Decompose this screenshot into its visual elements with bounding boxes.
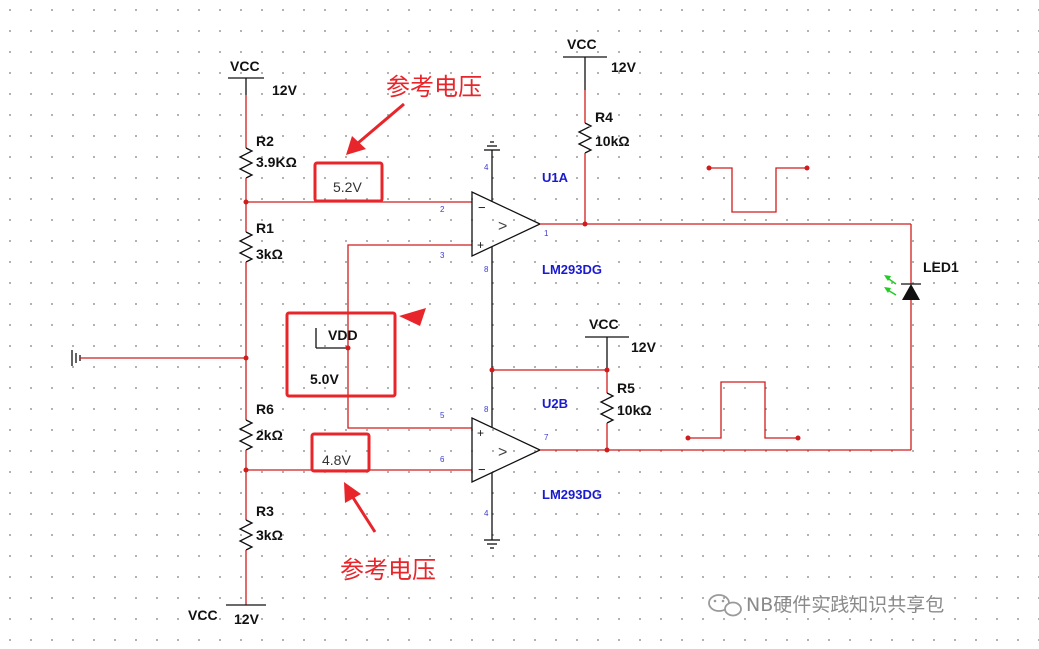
- vdd-highlight-box: [285, 311, 397, 398]
- junction-dot: [582, 221, 588, 227]
- u2-part: LM293DG: [542, 487, 602, 502]
- u2-pin-noninv: 5: [440, 411, 445, 420]
- junction-dot: [604, 447, 610, 453]
- u2-pin-inv: 6: [440, 455, 445, 464]
- u1-pin-inv: 2: [440, 205, 445, 214]
- resistor-r3[interactable]: R3 3kΩ: [238, 503, 283, 551]
- annotation-arrow-top: [346, 102, 405, 155]
- u2-pin-out: 7: [544, 433, 549, 442]
- u1-pin-noninv: 3: [440, 251, 445, 260]
- r6-name: R6: [256, 401, 274, 417]
- led-light-arrows: [884, 275, 897, 296]
- resistor-r1[interactable]: R1 3kΩ: [238, 220, 283, 263]
- u1-name: U1A: [542, 170, 569, 185]
- svg-text:+: +: [477, 238, 484, 252]
- annotation-arrow-bottom: [344, 482, 377, 533]
- vdd-source: VDD 5.0V: [310, 327, 358, 387]
- probe-upper-value: 5.2V: [333, 179, 362, 195]
- vcc-supply-mid-right: VCC 12V: [585, 316, 657, 370]
- r2-value: 3.9KΩ: [256, 154, 297, 170]
- resistor-r4[interactable]: R4 10kΩ: [577, 109, 630, 154]
- vcc-voltage: 12V: [234, 611, 260, 627]
- r4-value: 10kΩ: [595, 133, 630, 149]
- vcc-label: VCC: [188, 607, 218, 623]
- vdd-label: VDD: [328, 327, 358, 343]
- resistor-r6[interactable]: R6 2kΩ: [238, 401, 283, 451]
- probe-upper-5v2: 5.2V: [313, 161, 384, 203]
- vcc-voltage: 12V: [631, 339, 657, 355]
- svg-text:+: +: [477, 426, 484, 440]
- r3-value: 3kΩ: [256, 527, 283, 543]
- annotation-arrow-vdd: [399, 308, 426, 326]
- u1-pin-out: 1: [544, 229, 549, 238]
- led-name: LED1: [923, 259, 959, 275]
- u2-pin-vplus: 8: [484, 405, 489, 414]
- svg-text:>: >: [498, 218, 507, 235]
- waveform-u1-output: [706, 165, 810, 213]
- vcc-voltage: 12V: [611, 59, 637, 75]
- u2-pin-vminus: 4: [484, 509, 489, 518]
- led-diode[interactable]: LED1: [884, 259, 959, 300]
- vcc-label: VCC: [230, 58, 260, 74]
- reference-voltage-label-bottom: 参考电压: [340, 556, 436, 584]
- r3-name: R3: [256, 503, 274, 519]
- ground-symbol-left: [71, 350, 246, 366]
- vcc-label: VCC: [589, 316, 619, 332]
- svg-text:−: −: [478, 462, 486, 477]
- svg-text:−: −: [478, 200, 486, 215]
- u1-pin-vplus: 4: [484, 163, 489, 172]
- watermark-text: NB硬件实践知识共享包: [746, 594, 944, 616]
- r5-name: R5: [617, 380, 635, 396]
- vcc-supply-bottom-left: VCC 12V: [188, 604, 266, 627]
- r1-value: 3kΩ: [256, 246, 283, 262]
- u1-pin-vminus: 8: [484, 265, 489, 274]
- comparator-u1a[interactable]: − + > 2 3 1 4 8 U1A LM293DG: [440, 150, 602, 290]
- r6-value: 2kΩ: [256, 427, 283, 443]
- waveform-u2-output: [685, 381, 801, 441]
- vdd-voltage: 5.0V: [310, 371, 339, 387]
- ground-symbol-top: [484, 141, 500, 151]
- vcc-label: VCC: [567, 36, 597, 52]
- r1-name: R1: [256, 220, 274, 236]
- svg-text:>: >: [498, 444, 507, 461]
- resistor-r2[interactable]: R2 3.9KΩ: [238, 133, 297, 179]
- u2-name: U2B: [542, 396, 568, 411]
- watermark: NB硬件实践知识共享包: [708, 594, 944, 617]
- vcc-supply-top-right: VCC 12V: [563, 36, 637, 90]
- vcc-supply-top-left: VCC 12V: [228, 58, 298, 98]
- r2-name: R2: [256, 133, 274, 149]
- wechat-icon: [708, 594, 742, 617]
- vcc-voltage: 12V: [272, 82, 298, 98]
- u1-part: LM293DG: [542, 262, 602, 277]
- reference-voltage-label-top: 参考电压: [386, 73, 482, 101]
- probe-lower-value: 4.8V: [322, 452, 351, 468]
- r5-value: 10kΩ: [617, 402, 652, 418]
- r4-name: R4: [595, 109, 613, 125]
- comparator-u2b[interactable]: + − > 5 6 7 8 4 U2B LM293DG: [440, 290, 602, 540]
- resistor-r5[interactable]: R5 10kΩ: [599, 380, 652, 424]
- ground-symbol-bottom: [484, 539, 500, 549]
- junction-dot: [489, 367, 495, 373]
- probe-lower-4v8: 4.8V: [310, 432, 371, 473]
